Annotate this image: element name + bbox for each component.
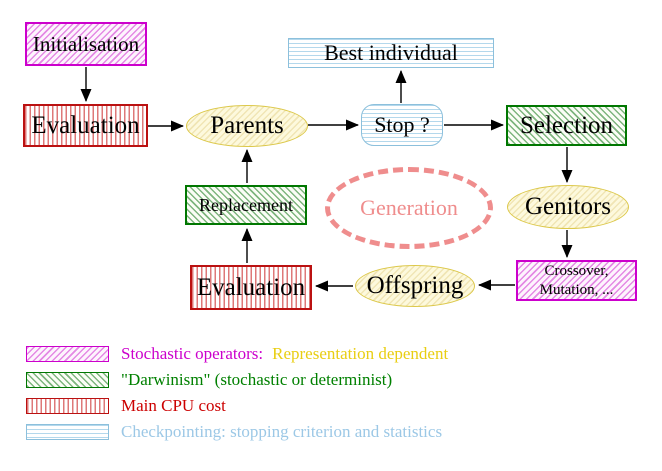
legend-row-cpu-cost: Main CPU cost <box>26 396 226 415</box>
node-replacement-label: Replacement <box>199 194 293 215</box>
node-stop-label: Stop ? <box>374 112 430 137</box>
node-replacement: Replacement <box>185 185 307 225</box>
node-selection-label: Selection <box>519 111 614 139</box>
node-crossover-mutation-label: Crossover, Mutation, ... <box>540 262 614 300</box>
node-evaluation-bottom-label: Evaluation <box>196 273 306 301</box>
node-initialisation-label: Initialisation <box>32 31 140 56</box>
node-evaluation-top-label: Evaluation <box>31 111 140 139</box>
crossover-line1: Crossover, <box>544 262 609 279</box>
crossover-line2: Mutation, ... <box>539 281 614 298</box>
node-parents-label: Parents <box>210 112 284 139</box>
node-best-individual: Best individual <box>288 38 494 68</box>
node-offspring-label: Offspring <box>366 272 464 299</box>
node-stop: Stop ? <box>361 104 443 146</box>
node-evaluation-bottom: Evaluation <box>190 265 312 310</box>
legend-row-darwinism: "Darwinism" (stochastic or determinist) <box>26 370 393 389</box>
node-offspring: Offspring <box>355 265 475 307</box>
node-genitors: Genitors <box>507 185 629 229</box>
legend-darwinism-label: "Darwinism" (stochastic or determinist) <box>121 370 393 389</box>
legend-swatch-cyan-stripes <box>26 424 109 440</box>
legend-stochastic-label: Stochastic operators: <box>121 344 264 363</box>
node-best-individual-label: Best individual <box>324 40 458 65</box>
node-crossover-mutation: Crossover, Mutation, ... <box>516 260 637 301</box>
legend-row-stochastic: Stochastic operators: Representation depe… <box>26 344 449 363</box>
generation-loop-ellipse: Generation <box>325 167 493 249</box>
node-selection: Selection <box>506 105 627 146</box>
legend-swatch-red-stripes <box>26 398 109 414</box>
legend-row-checkpointing: Checkpointing: stopping criterion and st… <box>26 422 443 441</box>
node-evaluation-top: Evaluation <box>23 104 148 147</box>
legend-representation-label: Representation dependent <box>272 344 449 363</box>
legend-swatch-green-hatch <box>26 372 109 388</box>
generation-label: Generation <box>360 195 458 220</box>
node-initialisation: Initialisation <box>25 22 147 66</box>
legend-checkpointing-label: Checkpointing: stopping criterion and st… <box>121 422 443 441</box>
node-genitors-label: Genitors <box>524 193 612 220</box>
node-parents: Parents <box>186 105 308 147</box>
legend-swatch-magenta-hatch <box>26 346 109 362</box>
legend-cpu-cost-label: Main CPU cost <box>121 396 226 415</box>
